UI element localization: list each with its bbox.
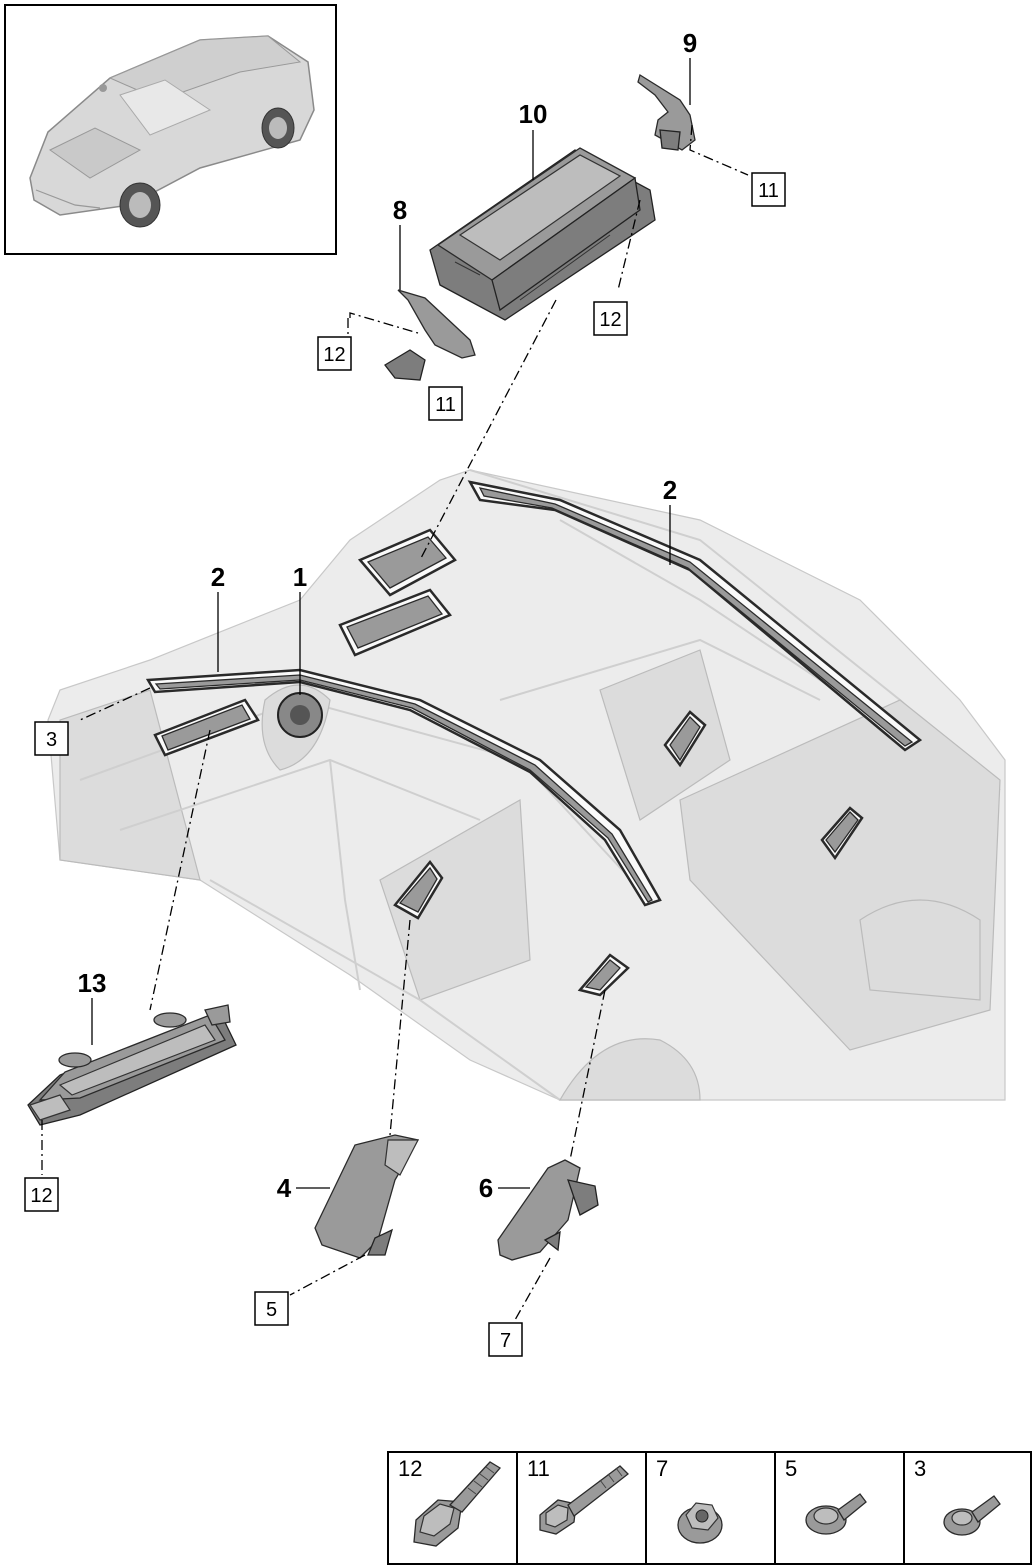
fastener-label-11: 11 [527,1456,550,1481]
flange-nut-icon [677,1502,723,1544]
callout-13: 13 [78,968,107,998]
ref-box-3: 3 [46,729,57,751]
callout-4: 4 [277,1173,292,1203]
callout-2-front: 2 [211,562,225,592]
side-airbag-6 [497,1159,599,1261]
callout-2-rear: 2 [663,475,677,505]
fastener-table: 12 11 7 5 3 [387,1451,1032,1565]
bracket-9 [637,73,696,151]
vehicle-body-shell [47,469,1006,1101]
fastener-label-12: 12 [398,1456,422,1481]
ref-box-5: 5 [266,1299,277,1321]
bracket-8 [384,289,476,381]
ref-box-12-top: 12 [599,309,621,331]
callout-1: 1 [293,562,307,592]
callout-9: 9 [683,28,697,58]
callout-6: 6 [479,1173,493,1203]
long-bolt-icon [539,1465,629,1535]
short-screw-icon [943,1495,1001,1536]
boxed-references: 11 12 12 11 3 12 5 7 [24,172,786,1357]
fastener-label-5: 5 [785,1456,797,1481]
car-illustration-icon [29,35,315,228]
ref-box-11-left: 11 [435,394,456,416]
vehicle-thumbnail [4,4,337,255]
ref-box-12-left: 12 [323,344,345,366]
connection-lines [41,124,749,1321]
callout-labels: 10 9 8 1 2 2 13 4 6 [78,28,698,1203]
ref-box-12-bottom: 12 [30,1185,52,1207]
callout-8: 8 [393,195,407,225]
airbag-module-10 [429,147,656,321]
ref-box-11-top: 11 [758,180,779,202]
fastener-label-3: 3 [914,1456,926,1481]
airbag-module-13 [27,1004,237,1126]
side-airbag-4 [314,1134,420,1259]
ref-box-7: 7 [500,1330,511,1352]
fastener-label-7: 7 [656,1456,668,1481]
flange-bolt-icon [413,1461,501,1547]
collar-screw-icon [805,1493,867,1535]
callout-10: 10 [519,99,548,129]
leader-lines [91,58,691,1189]
installed-airbag-highlights [145,480,923,997]
